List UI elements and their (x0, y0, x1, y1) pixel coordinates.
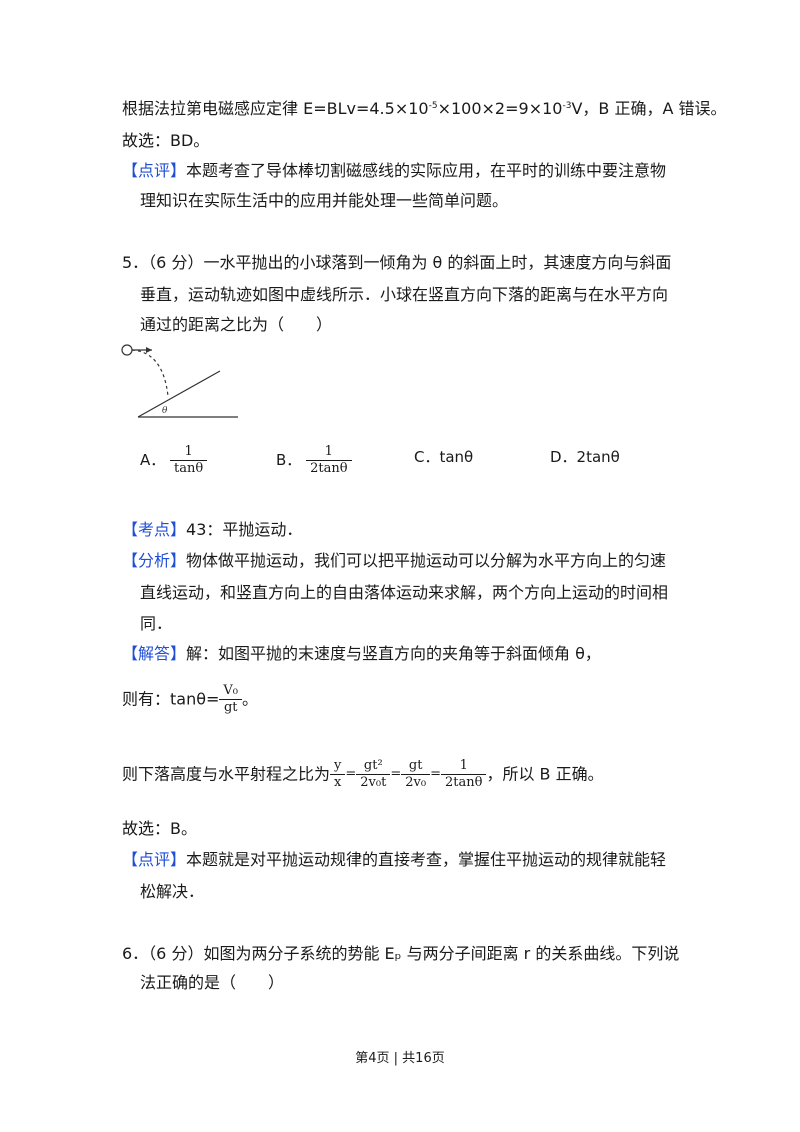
text-span: 则下落高度与水平射程之比为 (122, 764, 331, 784)
numerator: gt² (363, 758, 383, 773)
review-line: 【点评】本题考查了导体棒切割磁感线的实际应用，在平时的训练中要注意物 (122, 160, 666, 182)
numerator: 1 (324, 444, 333, 459)
text-line: 理知识在实际生活中的应用并能处理一些简单问题。 (140, 191, 509, 210)
text-line: 直线运动，和竖直方向上的自由落体运动来求解，两个方向上运动的时间相 (140, 583, 669, 602)
text-span: 则有：tanθ= (122, 689, 220, 709)
analysis-line: 【分析】物体做平抛运动，我们可以把平抛运动可以分解为水平方向上的匀速 (122, 550, 666, 572)
superscript: -3 (562, 101, 572, 111)
denominator: 2tanθ (306, 460, 352, 477)
denominator: gt (219, 699, 243, 716)
numerator: gt (408, 758, 423, 773)
numerator: V₀ (223, 683, 239, 698)
question-line: 5．（6 分）一水平抛出的小球落到一倾角为 θ 的斜面上时，其速度方向与斜面 (122, 253, 672, 272)
text-span: 物体做平抛运动，我们可以把平抛运动可以分解为水平方向上的匀速 (186, 551, 667, 570)
denominator: 2tanθ (440, 774, 487, 791)
angle-label: θ (162, 406, 168, 416)
incline-figure: θ (121, 344, 238, 418)
text-span: 解：如图平抛的末速度与竖直方向的夹角等于斜面倾角 θ， (186, 644, 601, 663)
text-span: ，所以 B 正确。 (486, 764, 604, 784)
text-span: 43：平抛运动． (186, 520, 303, 539)
choose-line: 故选：B。 (122, 819, 197, 838)
kaodian-tag: 【考点】 (122, 520, 187, 539)
question-line: 6．（6 分）如图为两分子系统的势能 Eₚ 与两分子间距离 r 的关系曲线。下列… (122, 944, 680, 963)
text-span: 根据法拉第电磁感应定律 E=BLv=4.5×10 (122, 99, 429, 118)
text-line: 故选：BD。 (122, 131, 210, 150)
equals-sign: = (390, 766, 402, 782)
text-span: V，B 正确，A 错误。 (571, 99, 727, 118)
review-tag: 【点评】 (122, 850, 187, 869)
trajectory-path (131, 349, 169, 397)
answer-tag: 【解答】 (122, 644, 187, 663)
review-tag: 【点评】 (122, 161, 187, 180)
equals-sign: = (345, 766, 357, 782)
equals-sign: = (430, 766, 441, 782)
denominator: x (330, 774, 346, 791)
denominator: tanθ (170, 460, 208, 477)
text-span: ×100×2=9×10 (437, 99, 563, 118)
option-d: D．2tanθ (550, 448, 620, 466)
page-footer: 第4页 | 共16页 (355, 1051, 445, 1066)
ball-icon (121, 344, 133, 356)
review-line: 【点评】本题就是对平抛运动规律的直接考查，掌握住平抛运动的规律就能轻 (122, 849, 666, 871)
text-line: 根据法拉第电磁感应定律 E=BLv=4.5×10-5×100×2=9×10-3V… (122, 98, 727, 123)
option-label: B． (276, 451, 302, 469)
numerator: 1 (459, 758, 468, 773)
denominator: 2v₀ (401, 774, 431, 791)
question-line: 通过的距离之比为（ ） (140, 315, 333, 334)
numerator: y (334, 758, 342, 773)
text-span: 本题考查了导体棒切割磁感线的实际应用，在平时的训练中要注意物 (186, 161, 667, 180)
text-line: 松解决． (140, 882, 205, 901)
question-line: 垂直，运动轨迹如图中虚线所示．小球在竖直方向下落的距离与在水平方向 (140, 285, 669, 304)
text-span: 本题就是对平抛运动规律的直接考查，掌握住平抛运动的规律就能轻 (186, 850, 667, 869)
numerator: 1 (184, 444, 193, 459)
option-c: C．tanθ (414, 448, 474, 466)
denominator: 2v₀t (356, 774, 391, 791)
text-line: 同． (140, 614, 173, 633)
arrow-head-icon (146, 347, 152, 353)
analysis-tag: 【分析】 (122, 551, 187, 570)
slope-line (137, 370, 221, 418)
kaodian-line: 【考点】43：平抛运动． (122, 519, 302, 541)
answer-line: 【解答】解：如图平抛的末速度与竖直方向的夹角等于斜面倾角 θ， (122, 643, 601, 665)
superscript: -5 (428, 101, 438, 111)
question-line: 法正确的是（ ） (140, 973, 285, 992)
option-label: A． (140, 451, 166, 469)
